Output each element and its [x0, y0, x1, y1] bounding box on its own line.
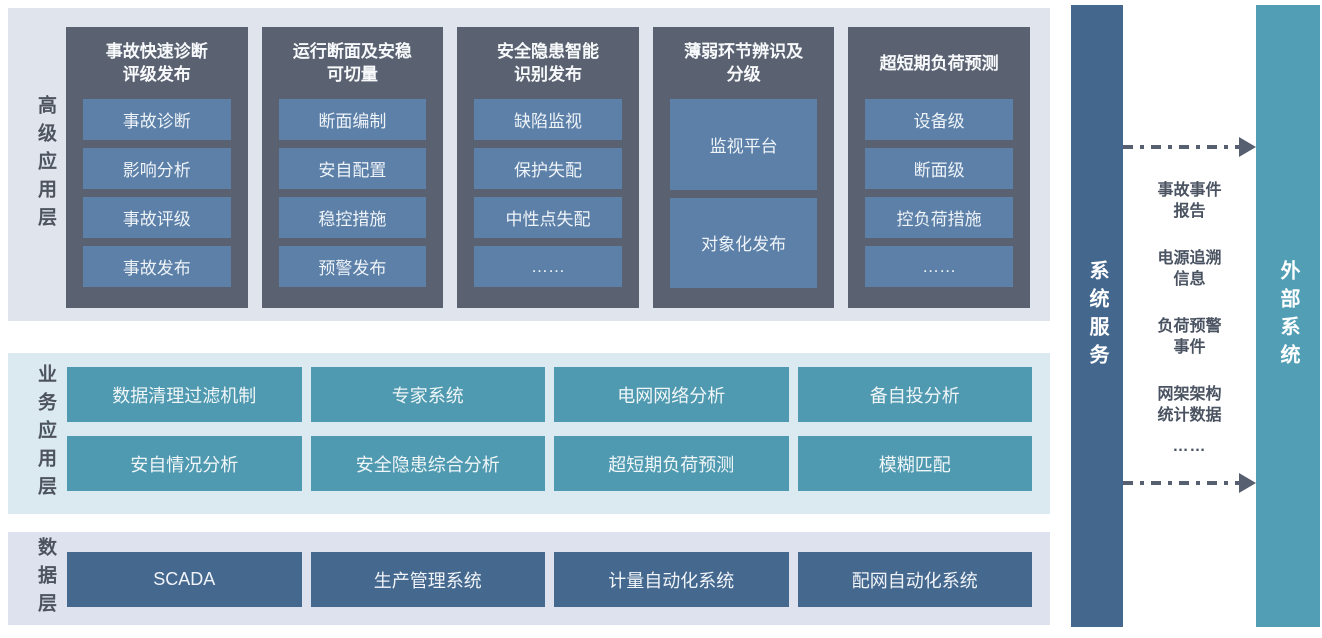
- business-box: 安全隐患综合分析: [310, 436, 545, 491]
- arrow-line: [1123, 145, 1239, 149]
- business-box: 安自情况分析: [67, 436, 302, 491]
- advanced-item: 缺陷监视: [474, 99, 622, 140]
- advanced-item: 监视平台: [669, 99, 818, 190]
- advanced-item: 稳控措施: [278, 197, 427, 238]
- advanced-item: 对象化发布: [669, 197, 818, 288]
- advanced-columns: 事故快速诊断 评级发布事故诊断影响分析事故评级事故发布运行断面及安稳 可切量断面…: [66, 27, 1030, 308]
- advanced-item: 安自配置: [278, 148, 427, 189]
- arrow-line: [1123, 481, 1239, 485]
- advanced-column: 运行断面及安稳 可切量断面编制安自配置稳控措施预警发布: [261, 27, 444, 308]
- dashdot-arrow-top: [1123, 137, 1256, 157]
- business-box: 备自投分析: [797, 367, 1032, 422]
- advanced-item: 设备级: [865, 99, 1013, 140]
- external-system-label: 外部系统: [1277, 260, 1299, 372]
- advanced-column: 安全隐患智能 识别发布缺陷监视保护失配中性点失配 ……: [457, 27, 639, 308]
- business-boxes: 数据清理过滤机制专家系统电网网络分析备自投分析安自情况分析安全隐患综合分析超短期…: [67, 367, 1032, 491]
- data-layer-label: 数据层: [35, 536, 56, 621]
- exchange-item: 电源追溯 信息: [1157, 250, 1222, 288]
- business-box: 电网网络分析: [554, 367, 789, 422]
- advanced-column: 事故快速诊断 评级发布事故诊断影响分析事故评级事故发布: [66, 27, 248, 308]
- business-box: 数据清理过滤机制: [67, 367, 302, 422]
- advanced-column-items: 事故诊断影响分析事故评级事故发布: [66, 99, 248, 308]
- dashdot-arrow-bottom: [1123, 473, 1256, 493]
- advanced-column-items: 设备级断面级控负荷措施 ……: [848, 99, 1030, 308]
- business-layer-label: 业务应用层: [35, 363, 56, 504]
- advanced-item: 影响分析: [83, 148, 231, 189]
- system-service-label: 系统服务: [1086, 260, 1108, 372]
- advanced-layer-label: 高级应用层: [35, 94, 56, 235]
- advanced-item: 事故评级: [83, 197, 231, 238]
- business-box: 专家系统: [310, 367, 545, 422]
- advanced-column-items: 缺陷监视保护失配中性点失配 ……: [457, 99, 639, 308]
- advanced-column-title: 超短期负荷预测: [879, 53, 999, 73]
- arrow-head-icon: [1239, 473, 1256, 493]
- exchange-item: 网架架构 统计数据: [1157, 386, 1222, 424]
- advanced-column-title: 薄弱环节辨识及 分级: [684, 42, 804, 84]
- advanced-column-items: 断面编制安自配置稳控措施预警发布: [262, 99, 444, 308]
- advanced-column-title: 事故快速诊断 评级发布: [105, 42, 208, 84]
- data-box: SCADA: [67, 552, 302, 607]
- advanced-item: 控负荷措施: [865, 197, 1013, 238]
- advanced-item: 预警发布: [278, 246, 427, 287]
- advanced-item: 中性点失配: [474, 197, 622, 238]
- arrow-head-icon: [1239, 137, 1256, 157]
- advanced-column-title: 安全隐患智能 识别发布: [496, 42, 599, 84]
- advanced-column-items: 监视平台对象化发布: [653, 99, 835, 308]
- advanced-item: 断面编制: [278, 99, 427, 140]
- external-system-bar: 外部系统: [1256, 5, 1320, 627]
- advanced-application-layer: 高级应用层 事故快速诊断 评级发布事故诊断影响分析事故评级事故发布运行断面及安稳…: [8, 8, 1050, 321]
- system-service-bar: 系统服务: [1071, 5, 1123, 627]
- advanced-item: 断面级: [865, 148, 1013, 189]
- advanced-item: 事故发布: [83, 246, 231, 287]
- data-box: 配网自动化系统: [797, 552, 1032, 607]
- business-box: 超短期负荷预测: [554, 436, 789, 491]
- exchange-item: ……: [1172, 438, 1207, 455]
- advanced-column: 超短期负荷预测设备级断面级控负荷措施 ……: [848, 27, 1030, 308]
- business-box: 模糊匹配: [797, 436, 1032, 491]
- advanced-column-title: 运行断面及安稳 可切量: [292, 42, 412, 84]
- data-box: 生产管理系统: [310, 552, 545, 607]
- business-application-layer: 业务应用层 数据清理过滤机制专家系统电网网络分析备自投分析安自情况分析安全隐患综…: [8, 353, 1050, 514]
- advanced-item: 保护失配: [474, 148, 622, 189]
- advanced-item: ……: [865, 246, 1013, 287]
- advanced-item: ……: [474, 246, 622, 287]
- exchange-items: 事故事件 报告电源追溯 信息负荷预警 事件网架架构 统计数据 ……: [1123, 180, 1256, 457]
- advanced-item: 事故诊断: [83, 99, 231, 140]
- advanced-column: 薄弱环节辨识及 分级监视平台对象化发布: [652, 27, 835, 308]
- exchange-item: 事故事件 报告: [1157, 182, 1222, 220]
- data-box: 计量自动化系统: [554, 552, 789, 607]
- exchange-item: 负荷预警 事件: [1157, 318, 1222, 356]
